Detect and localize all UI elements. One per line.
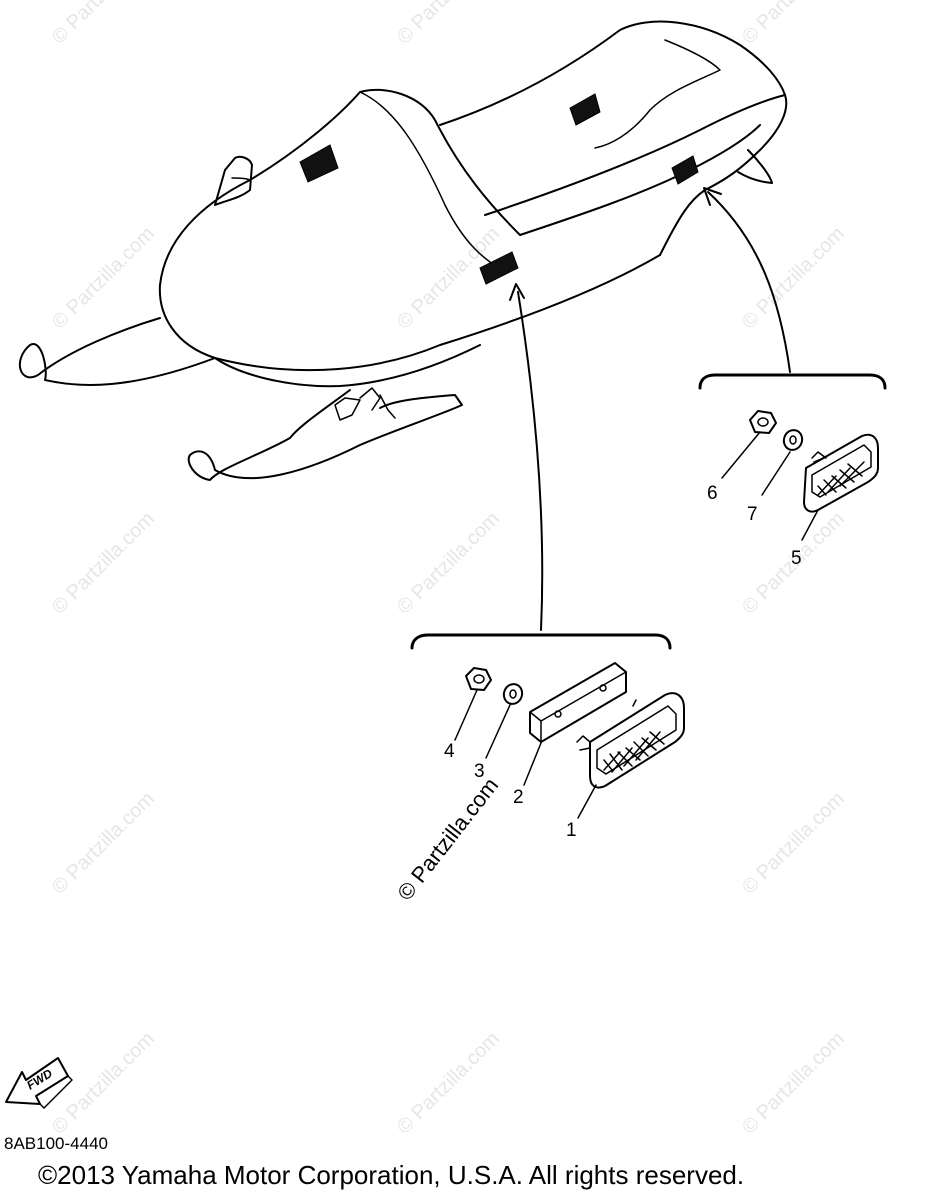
leader-part-3: [485, 704, 511, 759]
part-2-plate: [529, 662, 627, 743]
leader-part-2: [523, 742, 542, 786]
watermark-text: © Partzilla.com: [738, 788, 849, 899]
leader-part-4: [454, 689, 478, 741]
fwd-label: FWD: [24, 1066, 55, 1093]
leader-front-reflector: [517, 291, 544, 631]
snowmobile-handlebar: [231, 177, 251, 181]
bracket-front-detail: [410, 633, 672, 650]
callout-1: 1: [566, 820, 577, 841]
decal-hood: [299, 144, 339, 183]
snowmobile-seat: [439, 20, 786, 126]
watermark-prominent: © Partzilla.com: [392, 773, 503, 905]
callout-5: 5: [791, 548, 802, 569]
snowmobile-windshield: [214, 155, 253, 206]
decal-rear-reflector-location: [671, 155, 699, 185]
watermark-text: © Partzilla.com: [738, 223, 849, 334]
snowmobile-illustration: [19, 20, 788, 481]
part-1-reflector: [576, 692, 685, 789]
watermark-text: © Partzilla.com: [393, 508, 504, 619]
copyright-notice: ©2013 Yamaha Motor Corporation, U.S.A. A…: [38, 1160, 745, 1190]
part-7-washer: [782, 429, 804, 451]
arrowhead-front: [509, 283, 525, 301]
decal-front-reflector-location: [479, 251, 519, 285]
ski-spindle-b: [379, 394, 396, 419]
callout-4: 4: [444, 741, 455, 762]
watermark-text: © Partzilla.com: [48, 788, 159, 899]
bracket-rear-detail: [698, 373, 887, 390]
rear-reflector-parts: [721, 410, 879, 541]
snowmobile-tail: [659, 94, 788, 256]
part-4-nut: [465, 667, 492, 691]
watermark-text: © Partzilla.com: [48, 508, 159, 619]
leader-part-7: [761, 451, 791, 496]
watermark-text: © Partzilla.com: [48, 1028, 159, 1139]
watermark-text: © Partzilla.com: [738, 0, 849, 49]
arrowhead-rear: [703, 187, 722, 206]
decal-seat: [569, 93, 601, 126]
watermark-text: © Partzilla.com: [393, 0, 504, 49]
leader-part-1: [577, 784, 597, 819]
leader-part-6: [721, 431, 761, 479]
snowmobile-seat-inner: [594, 39, 721, 149]
front-reflector-parts: [454, 662, 685, 819]
callout-3: 3: [474, 761, 485, 782]
fwd-arrow-icon: FWD: [5, 1057, 73, 1109]
leader-rear-reflector: [707, 191, 791, 373]
watermark-text: © Partzilla.com: [48, 0, 159, 49]
snowmobile-snowflap: [737, 149, 773, 184]
brackets: [410, 373, 887, 650]
callouts: 1 2 3 4 5 6 7: [444, 483, 802, 841]
callout-2: 2: [513, 787, 524, 808]
callout-7: 7: [747, 504, 758, 525]
leader-part-5: [801, 509, 819, 541]
diagram-code: 8AB100-4440: [4, 1134, 108, 1153]
callout-6: 6: [707, 483, 718, 504]
snowmobile-cowl-crease: [359, 91, 506, 273]
watermark-layer: © Partzilla.com © Partzilla.com © Partzill…: [48, 0, 849, 1139]
snowmobile-side-rail: [484, 94, 786, 216]
watermark-text: © Partzilla.com: [738, 1028, 849, 1139]
left-ski: [19, 317, 216, 386]
part-5-reflector: [803, 433, 879, 513]
snowmobile-belly: [214, 344, 481, 388]
right-ski: [187, 389, 463, 481]
watermark-text: © Partzilla.com: [48, 223, 159, 334]
ski-spindle: [334, 387, 381, 421]
watermark-text: © Partzilla.com: [393, 1028, 504, 1139]
part-3-washer: [502, 683, 524, 705]
part-6-nut: [749, 410, 777, 434]
snowmobile-hood-front: [158, 254, 661, 372]
leader-lines: [509, 187, 791, 631]
